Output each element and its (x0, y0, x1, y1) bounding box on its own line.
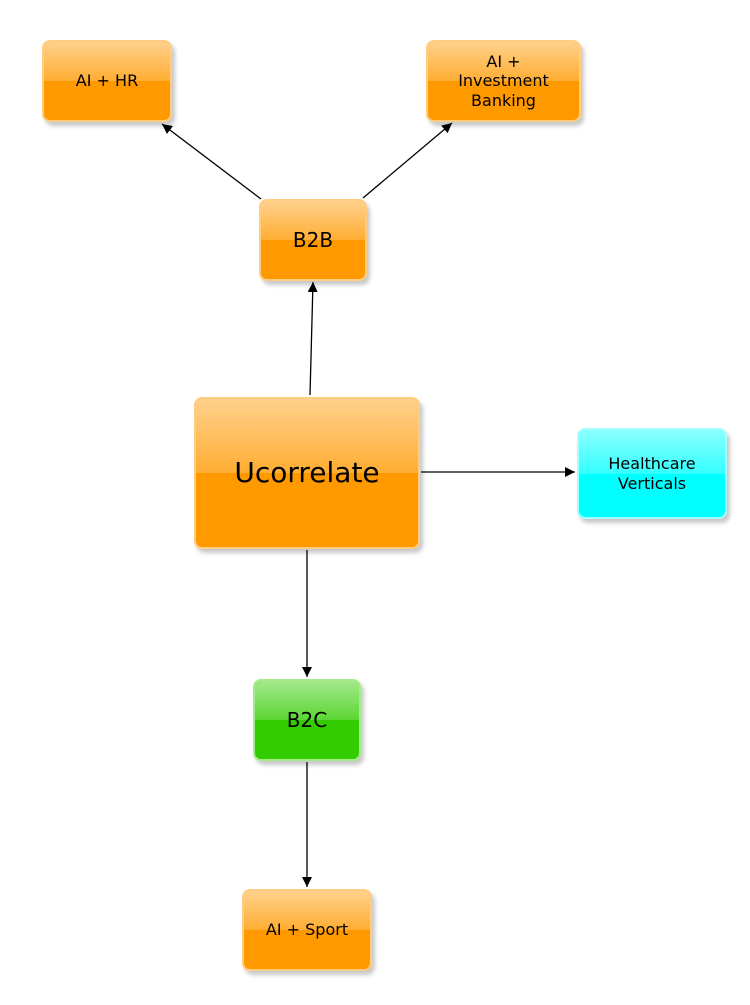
edge-center-to-b2b (307, 281, 318, 396)
node-b2b-label: B2B (292, 228, 334, 252)
node-ai-investment-banking-label: AI + Investment Banking (458, 52, 549, 110)
node-healthcare-verticals-label: Healthcare Verticals (608, 454, 696, 493)
node-ai-sport-label: AI + Sport (265, 920, 349, 940)
node-ai-investment-banking[interactable]: AI + Investment Banking (426, 40, 581, 122)
node-b2c[interactable]: B2C (253, 679, 361, 761)
node-ucorrelate[interactable]: Ucorrelate (194, 397, 420, 549)
edge-b2b-to-hr (161, 123, 262, 200)
node-b2b[interactable]: B2B (259, 199, 367, 281)
node-healthcare-verticals[interactable]: Healthcare Verticals (577, 428, 727, 519)
node-ai-hr-label: AI + HR (75, 71, 139, 91)
node-ai-hr[interactable]: AI + HR (42, 40, 172, 122)
node-ai-sport[interactable]: AI + Sport (242, 889, 372, 971)
edge-b2b-to-investment (362, 122, 453, 199)
node-b2c-label: B2C (286, 708, 328, 732)
node-ucorrelate-label: Ucorrelate (234, 456, 380, 490)
